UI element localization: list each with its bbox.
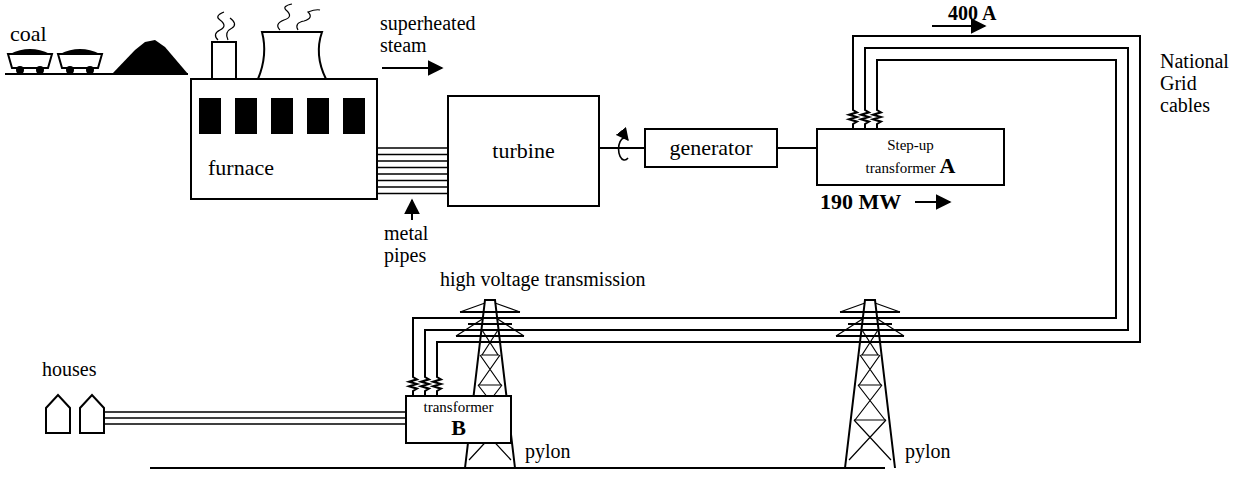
material-label: coal	[10, 22, 47, 46]
transformer-box: Step-up transformer A	[816, 128, 1005, 186]
connector	[409, 36, 1140, 395]
steam-label: superheated steam	[380, 12, 490, 56]
current-arrow	[932, 25, 985, 27]
node-text: A	[940, 153, 956, 178]
power-value: 190 MW	[820, 190, 901, 214]
houses-label: houses	[42, 358, 96, 380]
current-value: 400 A	[948, 2, 996, 24]
node-text: generator	[669, 136, 752, 160]
pylon-tower	[836, 300, 904, 468]
connector	[778, 147, 816, 149]
furnace-building: furnace	[190, 78, 378, 200]
pipes-arrow	[411, 200, 413, 220]
pylon-label: pylon	[525, 440, 571, 462]
node-text: B	[451, 416, 466, 440]
power-arrow	[915, 201, 950, 203]
transmission-label: high voltage transmission	[440, 268, 646, 290]
generator-box: generator	[644, 128, 778, 168]
transformer-box: transformerB	[405, 395, 512, 444]
pylon-label: pylon	[905, 440, 951, 462]
power-station	[199, 4, 365, 134]
connector	[378, 148, 447, 194]
text-group: Step-up transformer A	[856, 137, 966, 177]
cables-label: National Grid cables	[1160, 50, 1240, 116]
node-text: transformer	[424, 399, 494, 416]
turbine-box: turbine	[447, 95, 600, 207]
node-text: Step-up transformer	[866, 137, 936, 176]
ground-line	[150, 467, 885, 469]
connector	[600, 147, 644, 149]
pipes-label: metal pipes	[384, 222, 464, 266]
node-text: turbine	[492, 139, 554, 163]
houses-drawing	[46, 395, 405, 433]
node-text: furnace	[208, 156, 274, 180]
steam-arrow	[382, 67, 442, 69]
